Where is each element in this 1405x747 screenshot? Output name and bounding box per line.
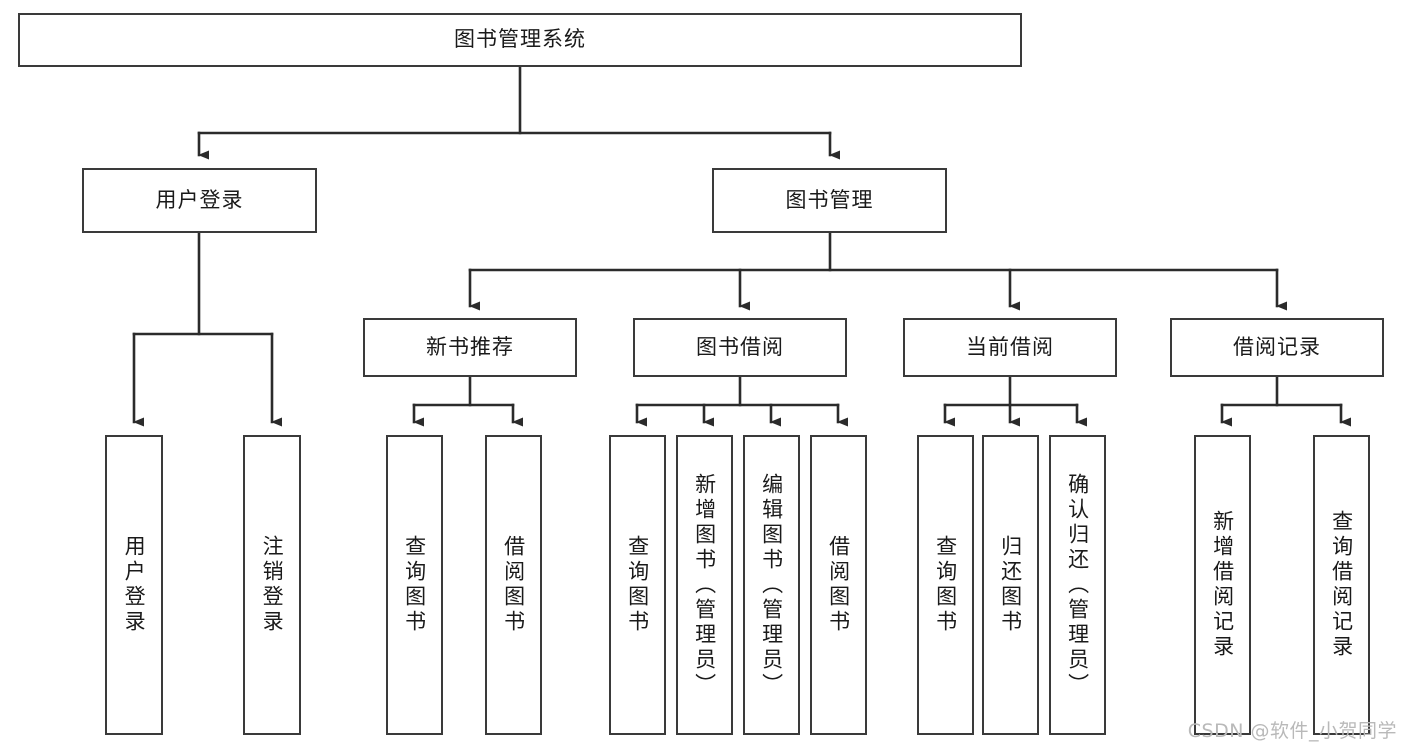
node-leaf-query-book-3[interactable]: 查询图书 bbox=[917, 435, 974, 735]
node-leaf-borrow-book-1-label: 借阅图书 bbox=[501, 535, 526, 635]
node-leaf-query-book-2[interactable]: 查询图书 bbox=[609, 435, 666, 735]
node-current-borrow-label: 当前借阅 bbox=[966, 334, 1054, 359]
node-leaf-add-record[interactable]: 新增借阅记录 bbox=[1194, 435, 1251, 735]
node-leaf-query-record[interactable]: 查询借阅记录 bbox=[1313, 435, 1370, 735]
node-book-manage[interactable]: 图书管理 bbox=[712, 168, 947, 233]
node-leaf-add-book-label: 新增图书（管理员） bbox=[692, 472, 717, 698]
node-root[interactable]: 图书管理系统 bbox=[18, 13, 1022, 67]
node-leaf-query-record-label: 查询借阅记录 bbox=[1329, 510, 1354, 660]
node-leaf-logout-login[interactable]: 注销登录 bbox=[243, 435, 301, 735]
node-user-login-label: 用户登录 bbox=[155, 187, 244, 212]
node-leaf-borrow-book-1[interactable]: 借阅图书 bbox=[485, 435, 542, 735]
node-root-label: 图书管理系统 bbox=[454, 27, 586, 52]
node-leaf-query-book-1-label: 查询图书 bbox=[402, 535, 427, 635]
node-user-login[interactable]: 用户登录 bbox=[82, 168, 317, 233]
node-leaf-query-book-3-label: 查询图书 bbox=[933, 535, 958, 635]
node-leaf-query-book-2-label: 查询图书 bbox=[625, 535, 650, 635]
node-leaf-query-book-1[interactable]: 查询图书 bbox=[386, 435, 443, 735]
node-leaf-confirm-return-label: 确认归还（管理员） bbox=[1065, 472, 1090, 698]
node-leaf-return-book-label: 归还图书 bbox=[998, 535, 1023, 635]
node-leaf-logout-login-label: 注销登录 bbox=[260, 535, 285, 635]
node-book-borrow-label: 图书借阅 bbox=[696, 334, 784, 359]
node-leaf-borrow-book-2-label: 借阅图书 bbox=[826, 535, 851, 635]
node-leaf-user-login-label: 用户登录 bbox=[122, 535, 147, 635]
node-borrow-record[interactable]: 借阅记录 bbox=[1170, 318, 1384, 377]
node-leaf-confirm-return[interactable]: 确认归还（管理员） bbox=[1049, 435, 1106, 735]
node-leaf-edit-book-label: 编辑图书（管理员） bbox=[759, 472, 784, 698]
node-new-book-recommend[interactable]: 新书推荐 bbox=[363, 318, 577, 377]
node-leaf-return-book[interactable]: 归还图书 bbox=[982, 435, 1039, 735]
node-leaf-user-login[interactable]: 用户登录 bbox=[105, 435, 163, 735]
node-borrow-record-label: 借阅记录 bbox=[1233, 334, 1321, 359]
node-book-borrow[interactable]: 图书借阅 bbox=[633, 318, 847, 377]
watermark-text: CSDN @软件_小贺同学 bbox=[1187, 720, 1397, 742]
node-current-borrow[interactable]: 当前借阅 bbox=[903, 318, 1117, 377]
node-new-book-recommend-label: 新书推荐 bbox=[426, 334, 514, 359]
node-leaf-borrow-book-2[interactable]: 借阅图书 bbox=[810, 435, 867, 735]
node-leaf-add-book[interactable]: 新增图书（管理员） bbox=[676, 435, 733, 735]
node-leaf-edit-book[interactable]: 编辑图书（管理员） bbox=[743, 435, 800, 735]
node-leaf-add-record-label: 新增借阅记录 bbox=[1210, 510, 1235, 660]
node-book-manage-label: 图书管理 bbox=[785, 187, 874, 212]
